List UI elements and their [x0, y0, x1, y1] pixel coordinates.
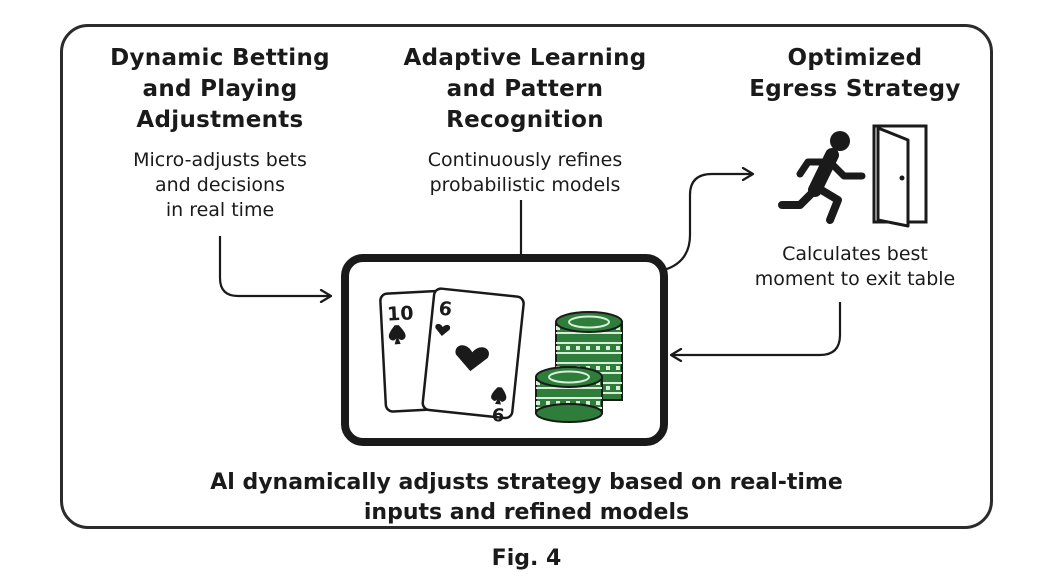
arrow-table-to-egress [663, 174, 752, 272]
front-card-rank-bottom: 6 [491, 405, 506, 427]
poker-chip-stacks [535, 311, 623, 423]
heart-icon [455, 345, 489, 372]
running-person-icon [778, 131, 866, 224]
egress-strategy-description: Calculates best moment to exit table [754, 243, 956, 290]
front-card-rank: 6 [438, 298, 453, 321]
small-heart-icon [435, 323, 451, 336]
egress-strategy-title: Optimized Egress Strategy [749, 45, 961, 102]
figure-label: Fig. 4 [491, 546, 562, 571]
adaptive-learning-title: Adaptive Learning and Pattern Recognitio… [403, 45, 647, 133]
adaptive-learning-description: Continuously refines probabilistic model… [427, 149, 623, 196]
spade-icon [388, 325, 406, 345]
arrow-betting-to-table [218, 236, 330, 296]
dynamic-betting-description: Micro-adjusts bets and decisions in real… [133, 149, 307, 221]
diagram-caption: Al dynamically adjusts strategy based on… [210, 470, 843, 525]
arrow-egress-to-table [672, 302, 842, 355]
dynamic-betting-title: Dynamic Betting and Playing Adjustments [110, 45, 330, 133]
playing-card-six-hearts: 6 6 [421, 287, 525, 427]
back-card-rank: 10 [387, 302, 415, 325]
chip-stack-short [535, 366, 603, 423]
open-door-icon [872, 124, 928, 228]
small-spade-icon [491, 387, 507, 405]
